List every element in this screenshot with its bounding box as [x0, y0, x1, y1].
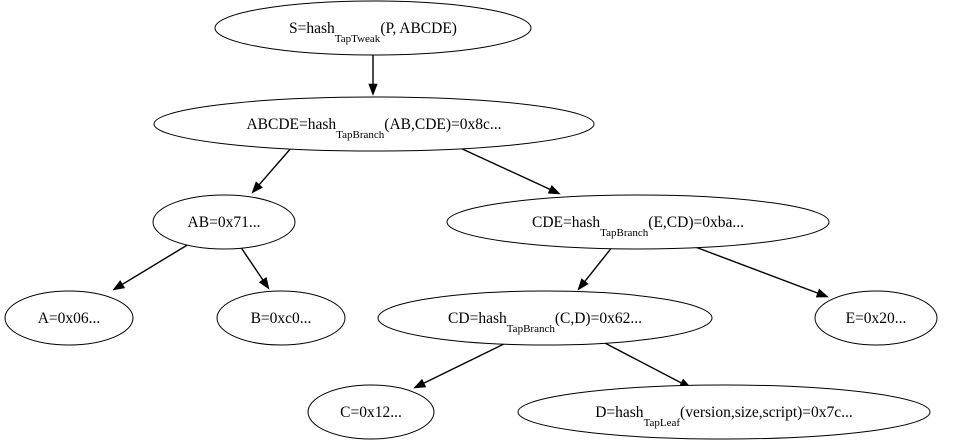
node-b[interactable]: B=0xc0... [216, 290, 346, 346]
node-label: D=hashTapLeaf(version,size,script)=0x7c.… [595, 404, 853, 429]
node-label: AB=0x71... [188, 214, 261, 231]
edges-layer [112, 55, 829, 389]
edge-line [584, 245, 614, 282]
edge-line [457, 146, 551, 191]
edge-line [689, 244, 818, 294]
node-ellipse-shape[interactable] [307, 384, 435, 440]
nodes-layer: S=hashTapTweak(P, ABCDE) ABCDE=hashTapBra… [4, 0, 938, 440]
node-label: CDE=hashTapBranch(E,CD)=0xba... [532, 214, 744, 239]
edge-cde-to-cd [577, 245, 614, 291]
node-ellipse-shape[interactable] [814, 290, 938, 346]
node-ellipse-shape[interactable] [214, 0, 532, 56]
node-abcde[interactable]: ABCDE=hashTapBranch(AB,CDE)=0x8c... [153, 96, 595, 152]
node-ellipse-shape[interactable] [153, 96, 595, 152]
arrowhead-icon [815, 288, 829, 298]
edge-line [239, 245, 264, 281]
edge-abcde-to-cde [457, 146, 561, 195]
node-label: S=hashTapTweak(P, ABCDE) [289, 20, 457, 45]
node-cd[interactable]: CD=hashTapBranch(C,D)=0x62... [377, 290, 713, 346]
node-label: B=0xc0... [251, 310, 312, 327]
edge-s-to-abcde [368, 55, 378, 96]
arrowhead-icon [368, 83, 378, 96]
arrowhead-icon [577, 278, 589, 291]
node-ab[interactable]: AB=0x71... [152, 194, 296, 250]
node-c[interactable]: C=0x12... [307, 384, 435, 440]
arrowhead-icon [112, 280, 126, 291]
node-label: C=0x12... [340, 404, 402, 421]
node-label: E=0x20... [846, 310, 907, 327]
edge-cd-to-c [413, 340, 511, 389]
edge-line [258, 146, 293, 186]
node-label: A=0x06... [38, 310, 101, 327]
node-label: ABCDE=hashTapBranch(AB,CDE)=0x8c... [246, 116, 501, 141]
arrowhead-icon [547, 185, 561, 195]
node-ellipse-shape[interactable] [446, 194, 830, 250]
edge-line [600, 340, 682, 384]
node-ellipse-shape[interactable] [4, 290, 134, 346]
node-cde[interactable]: CDE=hashTapBranch(E,CD)=0xba... [446, 194, 830, 250]
edge-line [423, 340, 511, 384]
edge-cde-to-e [689, 244, 829, 298]
node-s[interactable]: S=hashTapTweak(P, ABCDE) [214, 0, 532, 56]
arrowhead-icon [258, 277, 270, 290]
node-ellipse-shape[interactable] [517, 384, 931, 440]
edge-abcde-to-ab [251, 146, 293, 194]
node-label: CD=hashTapBranch(C,D)=0x62... [448, 310, 642, 335]
edge-ab-to-b [239, 245, 270, 290]
edge-line [122, 243, 190, 285]
node-ellipse-shape[interactable] [152, 194, 296, 250]
node-ellipse-shape[interactable] [377, 290, 713, 346]
edge-ab-to-a [112, 243, 190, 291]
arrowhead-icon [413, 378, 427, 389]
node-ellipse-shape[interactable] [216, 290, 346, 346]
arrowhead-icon [251, 181, 263, 194]
node-a[interactable]: A=0x06... [4, 290, 134, 346]
edge-cd-to-d [600, 340, 692, 389]
node-d[interactable]: D=hashTapLeaf(version,size,script)=0x7c.… [517, 384, 931, 440]
node-e[interactable]: E=0x20... [814, 290, 938, 346]
